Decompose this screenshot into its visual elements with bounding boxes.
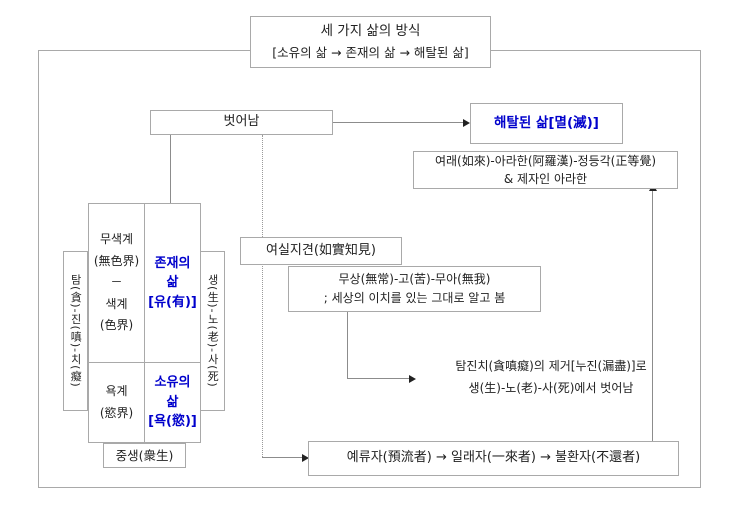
node-seeing-as-it-is: 여실지견(如實知見) [240, 237, 402, 265]
birth-aging-death-label: 생(生)-노(老)-사(死) [206, 274, 220, 388]
node-tathagata-line2: & 제자인 아라한 [503, 172, 588, 186]
node-tathagata: 여래(如來)-아라한(阿羅漢)-정등각(正等覺) & 제자인 아라한 [413, 151, 678, 189]
desire-realm-hanja: (慾界) [99, 405, 134, 420]
node-tathagata-line1: 여래(如來)-아라한(阿羅漢)-정등각(正等覺) [434, 154, 657, 168]
title-box: 세 가지 삶의 방식 [소유의 삶 → 존재의 삶 → 해탈된 삶] [250, 16, 491, 68]
life-of-being-line1: 존재의 [154, 255, 191, 271]
life-of-being-line3: [유(有)] [148, 294, 197, 310]
node-escape: 벗어남 [150, 110, 333, 135]
formless-realm-hanja: (無色界) [93, 253, 140, 268]
page-title: 세 가지 삶의 방식 [320, 23, 421, 40]
node-sentient-beings: 중생(衆生) [103, 443, 186, 468]
life-of-having-line1: 소유의 [154, 375, 191, 391]
life-of-having-line2: 삶 [166, 394, 179, 410]
desire-realm-korean: 욕계 [105, 383, 128, 398]
node-three-marks-line1: 무상(無常)-고(苦)-무아(無我) [338, 271, 491, 286]
node-noble-stages: 예류자(預流者) → 일래자(一來者) → 불환자(不還者) [308, 441, 679, 476]
node-three-marks-line2: ; 세상의 이치를 있는 그대로 알고 봄 [323, 291, 506, 305]
arrow-to-removal-note [347, 375, 416, 383]
cell-formless-form-realms: 무색계 (無色界) － 색계 (色界) [88, 203, 145, 363]
form-realm-hanja: (色界) [99, 318, 134, 333]
sentient-beings-label: 중생(衆生) [115, 447, 174, 463]
note-removal-line2: 생(生)-노(老)-사(死)에서 벗어남 [468, 381, 634, 396]
three-poisons-label: 탐(貪)-진(嗔)-치(癡) [69, 274, 83, 388]
node-seeing-as-it-is-label: 여실지견(如實知見) [266, 242, 376, 258]
arrow-to-noble-stages [262, 454, 309, 462]
node-three-poisons: 탐(貪)-진(嗔)-치(癡) [63, 251, 88, 411]
node-liberated-life: 해탈된 삶[멸(滅)] [470, 103, 623, 144]
arrow-noble-stages-to-tathagata [649, 184, 657, 441]
arrow-escape-to-liberated [333, 119, 470, 127]
connector-three-marks-down [347, 312, 348, 378]
page-subtitle: [소유의 삶 → 존재의 삶 → 해탈된 삶] [272, 45, 469, 61]
node-liberated-life-label: 해탈된 삶[멸(滅)] [494, 115, 599, 132]
form-realm-korean: 색계 [105, 296, 128, 311]
formless-realm-korean: 무색계 [99, 232, 134, 247]
node-noble-stages-label: 예류자(預流者) → 일래자(一來者) → 불환자(不還者) [346, 450, 641, 466]
node-three-marks: 무상(無常)-고(苦)-무아(無我) ; 세상의 이치를 있는 그대로 알고 봄 [288, 266, 541, 312]
connector-escape-to-cluster [170, 135, 171, 203]
cell-life-of-having: 소유의 삶 [욕(慾)] [144, 362, 201, 443]
note-removal-line1: 탐진치(貪嗔癡)의 제거[누진(漏盡)]로 [455, 359, 647, 373]
cell-desire-realm: 욕계 (慾界) [88, 362, 145, 443]
life-of-being-line2: 삶 [166, 275, 179, 291]
node-escape-label: 벗어남 [223, 114, 260, 130]
dotted-connector-escape-down [262, 135, 263, 457]
note-removal: 탐진치(貪嗔癡)의 제거[누진(漏盡)]로 생(生)-노(老)-사(死)에서 벗… [420, 355, 682, 399]
realm-dash: － [110, 275, 123, 290]
node-birth-aging-death: 생(生)-노(老)-사(死) [200, 251, 225, 411]
cell-life-of-being: 존재의 삶 [유(有)] [144, 203, 201, 363]
life-of-having-line3: [욕(慾)] [148, 414, 197, 430]
